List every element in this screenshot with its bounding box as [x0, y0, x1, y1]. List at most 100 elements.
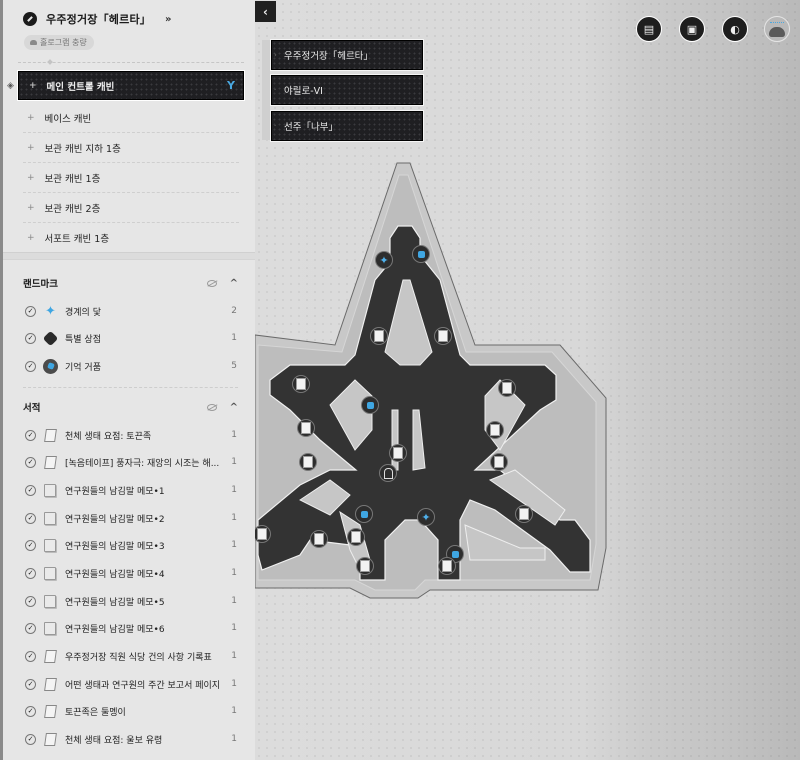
map-pin-book[interactable]	[310, 530, 328, 548]
landmark-count: 1	[231, 333, 237, 343]
hologram-badge[interactable]: 홀로그램 충량	[24, 35, 94, 50]
world-button-jarilo[interactable]: · 야릴로-VI	[270, 74, 424, 106]
checkbox-checked-icon[interactable]: ✓	[25, 512, 36, 524]
selected-marker-icon: ›	[274, 51, 277, 59]
visibility-toggle-icon[interactable]	[207, 403, 217, 411]
map-pin-book[interactable]	[438, 557, 456, 575]
floor-item-base-cabin[interactable]: + 베이스 캐빈	[23, 103, 239, 133]
map-pin-book[interactable]	[292, 375, 310, 393]
map-pin-book[interactable]	[253, 525, 271, 543]
map-pin-special-shop[interactable]	[379, 464, 397, 482]
world-globe-icon: ◐	[730, 22, 740, 36]
sidebar-header: 우주정거장「헤르타」 »	[23, 11, 171, 27]
book-row[interactable]: ✓ 우주정거장 직원 식당 건의 사항 기록표 1	[25, 646, 237, 666]
map-pin-book[interactable]	[515, 505, 533, 523]
landmark-section-header[interactable]: 랜드마크 ^	[23, 275, 238, 291]
landmark-row[interactable]: ✓ ✦ 경계의 닻 2	[25, 301, 237, 321]
landmark-count: 5	[231, 361, 237, 371]
map-pin-book[interactable]	[434, 327, 452, 345]
hologram-icon	[30, 40, 37, 45]
floor-item-main-control-cabin[interactable]: ◈ + 메인 컨트롤 캐빈 Y	[7, 70, 245, 101]
book-row[interactable]: ✓ 토끈족은 둘멩이 1	[25, 701, 237, 721]
book-count: 1	[231, 485, 237, 495]
chevron-down-icon: Y	[227, 79, 235, 92]
checkbox-checked-icon[interactable]: ✓	[25, 733, 36, 745]
map-pin-book[interactable]	[347, 528, 365, 546]
character-avatar-button[interactable]	[764, 16, 790, 42]
map-pin-book[interactable]	[299, 453, 317, 471]
floor-label: 베이스 캐빈	[44, 113, 92, 125]
guide-book-button[interactable]: ▤	[636, 16, 662, 42]
chevron-up-icon[interactable]: ^	[229, 277, 238, 289]
world-button-herta-station[interactable]: › 우주정거장「헤르타」	[270, 39, 424, 71]
checkbox-checked-icon[interactable]: ✓	[25, 484, 36, 496]
map-pin-memory-bubble[interactable]	[361, 396, 379, 414]
world-globe-button[interactable]: ◐	[722, 16, 748, 42]
map-pin-book[interactable]	[486, 421, 504, 439]
book-row[interactable]: ✓ 천체 생태 요점: 울보 유령 1	[25, 729, 237, 749]
book-label: 천체 생태 요점: 울보 유령	[65, 735, 163, 746]
map-pin-book[interactable]	[356, 557, 374, 575]
book-count: 1	[231, 457, 237, 467]
book-row[interactable]: ✓ 천체 생태 요점: 토끈족 1	[25, 425, 237, 445]
map-pin-book[interactable]	[490, 453, 508, 471]
current-pointer-icon: ◈	[7, 80, 14, 91]
book-label: 연구원들의 남김말 메모•4	[65, 569, 165, 580]
map-pin-book[interactable]	[370, 327, 388, 345]
memo-icon	[44, 621, 56, 635]
books-section-header[interactable]: 서적 ^	[23, 399, 238, 415]
mission-board-icon: ▣	[686, 22, 698, 36]
floor-label: 메인 컨트롤 캐빈	[46, 81, 115, 93]
map-pin-book[interactable]	[297, 419, 315, 437]
checkbox-checked-icon[interactable]: ✓	[25, 650, 36, 662]
world-button-xianzhou[interactable]: · 선주「나부」	[270, 110, 424, 142]
landmark-label: 경계의 닻	[65, 307, 101, 318]
checkbox-checked-icon[interactable]: ✓	[25, 539, 36, 551]
landmark-row[interactable]: ✓ 기억 거품 5	[25, 356, 237, 376]
floor-item-support-1f[interactable]: + 서포트 캐빈 1층	[23, 223, 239, 253]
book-row[interactable]: ✓ 연구원들의 남김말 메모•3 1	[25, 535, 237, 555]
divider	[23, 387, 238, 388]
mission-board-button[interactable]: ▣	[679, 16, 705, 42]
landmark-label: 기억 거품	[65, 362, 101, 373]
book-row[interactable]: ✓ 연구원들의 남김말 메모•4 1	[25, 563, 237, 583]
book-row[interactable]: ✓ 연구원들의 남김말 메모•6 1	[25, 618, 237, 638]
book-count: 1	[231, 430, 237, 440]
checkbox-checked-icon[interactable]: ✓	[25, 332, 36, 344]
checkbox-checked-icon[interactable]: ✓	[25, 360, 36, 372]
book-row[interactable]: ✓ 연구원들의 남김말 메모•5 1	[25, 591, 237, 611]
map-pin-memory-bubble[interactable]	[355, 505, 373, 523]
map-pin-memory-bubble[interactable]	[412, 245, 430, 263]
floor-item-storage-b1[interactable]: + 보관 캐빈 지하 1층	[23, 133, 239, 163]
checkbox-checked-icon[interactable]: ✓	[25, 622, 36, 634]
collapse-sidebar-button[interactable]: ‹	[255, 1, 276, 22]
checkbox-checked-icon[interactable]: ✓	[25, 678, 36, 690]
floor-item-storage-2f[interactable]: + 보관 캐빈 2층	[23, 193, 239, 223]
book-count: 1	[231, 540, 237, 550]
visibility-toggle-icon[interactable]	[207, 279, 217, 287]
map-pin-space-anchor[interactable]	[417, 508, 435, 526]
expand-icon[interactable]: »	[164, 13, 172, 25]
landmark-row[interactable]: ✓ 특별 상점 1	[25, 328, 237, 348]
floor-label: 서포트 캐빈 1층	[44, 233, 110, 245]
marker-icon: ·	[274, 122, 277, 130]
floor-item-storage-1f[interactable]: + 보관 캐빈 1층	[23, 163, 239, 193]
map-pin-book[interactable]	[498, 379, 516, 397]
map-pin-book[interactable]	[389, 444, 407, 462]
bullet-icon: +	[27, 172, 35, 183]
book-count: 1	[231, 623, 237, 633]
book-row[interactable]: ✓ 연구원들의 남김말 메모•2 1	[25, 508, 237, 528]
book-row[interactable]: ✓ [녹음테이프] 풍자극: 재앙의 시조는 해... 1	[25, 452, 237, 472]
chevron-up-icon[interactable]: ^	[229, 401, 238, 413]
book-row[interactable]: ✓ 어떤 생태과 연구원의 주간 보고서 페이지 1	[25, 674, 237, 694]
checkbox-checked-icon[interactable]: ✓	[25, 456, 36, 468]
checkbox-checked-icon[interactable]: ✓	[25, 305, 36, 317]
map-pin-space-anchor[interactable]	[375, 251, 393, 269]
book-row[interactable]: ✓ 연구원들의 남김말 메모•1 1	[25, 480, 237, 500]
checkbox-checked-icon[interactable]: ✓	[25, 705, 36, 717]
checkbox-checked-icon[interactable]: ✓	[25, 595, 36, 607]
checkbox-checked-icon[interactable]: ✓	[25, 429, 36, 441]
checkbox-checked-icon[interactable]: ✓	[25, 567, 36, 579]
book-label: 토끈족은 둘멩이	[65, 707, 126, 718]
